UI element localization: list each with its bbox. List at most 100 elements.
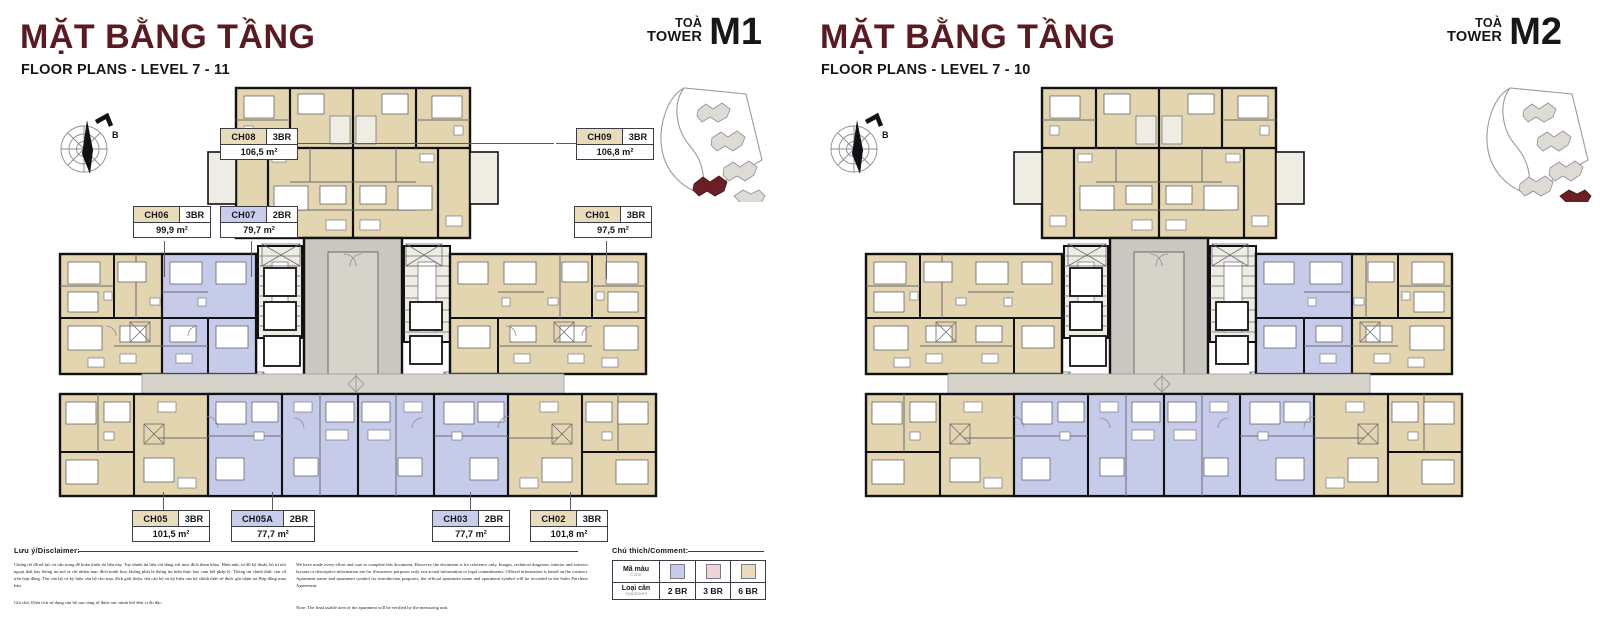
legend-row-header: Mã màu Color (613, 561, 660, 582)
legend-swatch-cell (660, 561, 695, 582)
unit-code: CH03 (433, 511, 479, 526)
legend-label-en: Color (630, 572, 642, 578)
floor-plan-drawing (58, 86, 668, 498)
page-title: MẶT BẰNG TẦNG (20, 18, 316, 56)
leader-line (251, 241, 252, 277)
unit-area: 106,8 m² (577, 144, 653, 159)
disclaimer-note-en: Note: The final usable area of the apart… (296, 605, 449, 610)
floor-plan-svg (58, 86, 658, 498)
unit-bedrooms: 2BR (479, 511, 509, 526)
tower-identifier: TOÀ TOWER M1 (647, 11, 762, 53)
unit-area: 101,8 m² (531, 526, 607, 541)
leader-line (272, 492, 273, 511)
floor-plan-drawing (864, 86, 1474, 498)
divider (78, 551, 578, 552)
unit-bedrooms: 3BR (621, 207, 651, 222)
compass-rose-icon: B (822, 104, 902, 191)
tower-m1-panel: MẶT BẰNG TẦNG FLOOR PLANS - LEVEL 7 - 11… (14, 11, 772, 610)
unit-code: CH02 (531, 511, 577, 526)
wing-bottom (864, 392, 1464, 498)
unit-bedrooms: 2BR (284, 511, 314, 526)
leader-line (606, 241, 607, 279)
unit-code: CH08 (221, 129, 267, 144)
unit-code: CH09 (577, 129, 623, 144)
legend-label-en: Apartment (624, 592, 648, 597)
unit-bedrooms: 2BR (267, 207, 297, 222)
legend-type-cell: 2 BR (660, 583, 695, 599)
key-plan-sitemap (1476, 84, 1598, 208)
leader-line (556, 143, 578, 144)
unit-area: 77,7 m² (232, 526, 314, 541)
unit-bedrooms: 3BR (179, 511, 209, 526)
divider (688, 551, 764, 552)
unit-area: 79,7 m² (221, 222, 297, 237)
legend-swatch-cell (730, 561, 765, 582)
unit-code: CH07 (221, 207, 267, 222)
highlighted-tower-marker (1559, 189, 1592, 208)
key-plan-sitemap (650, 84, 772, 208)
floor-plan-svg (864, 86, 1464, 498)
unit-area: 99,9 m² (134, 222, 210, 237)
tower-label-vn: TOÀ (675, 16, 703, 31)
leader-line (164, 241, 165, 277)
compass-north-letter: B (882, 130, 889, 140)
tower-identifier: TOÀ TOWER M2 (1447, 11, 1562, 53)
color-swatch-3br (705, 564, 721, 579)
compass-rose-icon: B (52, 104, 132, 191)
legend-row-header: Loại căn Apartment (613, 583, 660, 599)
leader-line (570, 492, 571, 511)
wing-top (1013, 86, 1305, 240)
wing-mid-right (448, 252, 648, 376)
unit-area: 101,5 m² (133, 526, 209, 541)
unit-code: CH01 (575, 207, 621, 222)
highlighted-tower-marker (692, 175, 728, 197)
disclaimer-note-vn: Ghi chú: Diện tích sử dụng căn hộ sau cù… (14, 600, 163, 605)
unit-bedrooms: 3BR (577, 511, 607, 526)
legend-type-2br: 2 BR (667, 586, 688, 596)
color-swatch-6br (740, 564, 756, 579)
compass-north-letter: B (112, 130, 119, 140)
tower-m2-panel: MẶT BẰNG TẦNG FLOOR PLANS - LEVEL 7 - 10… (800, 0, 1600, 633)
unit-area: 106,5 m² (221, 144, 297, 159)
disclaimer-text-vn: Chúng tôi đã nỗ lực và cẩn trọng để hoàn… (14, 562, 286, 588)
unit-bedrooms: 3BR (180, 207, 210, 222)
unit-code: CH05A (232, 511, 284, 526)
tower-code: M2 (1509, 11, 1562, 53)
legend-swatch-cell (695, 561, 730, 582)
unit-bedrooms: 3BR (267, 129, 297, 144)
legend-heading: Chú thích/Comment: (612, 546, 693, 555)
unit-code: CH06 (134, 207, 180, 222)
legend-type-cell: 3 BR (695, 583, 730, 599)
legend-color-row: Mã màu Color (613, 561, 765, 582)
unit-area: 97,5 m² (575, 222, 651, 237)
leader-line (470, 492, 471, 511)
legend-label-vn: Loại căn (621, 585, 651, 592)
corridor-band (141, 373, 565, 395)
tower-label-en: TOWER (647, 29, 703, 46)
corridor-band (947, 373, 1371, 395)
legend-type-3br: 3 BR (703, 586, 723, 596)
unit-bedrooms: 3BR (623, 129, 653, 144)
unit-code: CH05 (133, 511, 179, 526)
legend-type-row: Loại căn Apartment 2 BR 3 BR 6 BR (613, 582, 765, 599)
tower-label-en: TOWER (1447, 29, 1503, 46)
tower-code: M1 (709, 11, 762, 53)
wing-mid-right (1254, 252, 1454, 376)
legend-type-cell: 6 BR (730, 583, 765, 599)
tower-label-vn: TOÀ (1475, 16, 1503, 31)
page-subtitle: FLOOR PLANS - LEVEL 7 - 11 (21, 62, 230, 78)
wing-bottom (58, 392, 658, 498)
leader-line (298, 143, 554, 144)
page-subtitle: FLOOR PLANS - LEVEL 7 - 10 (821, 62, 1031, 78)
leader-line (163, 492, 164, 511)
